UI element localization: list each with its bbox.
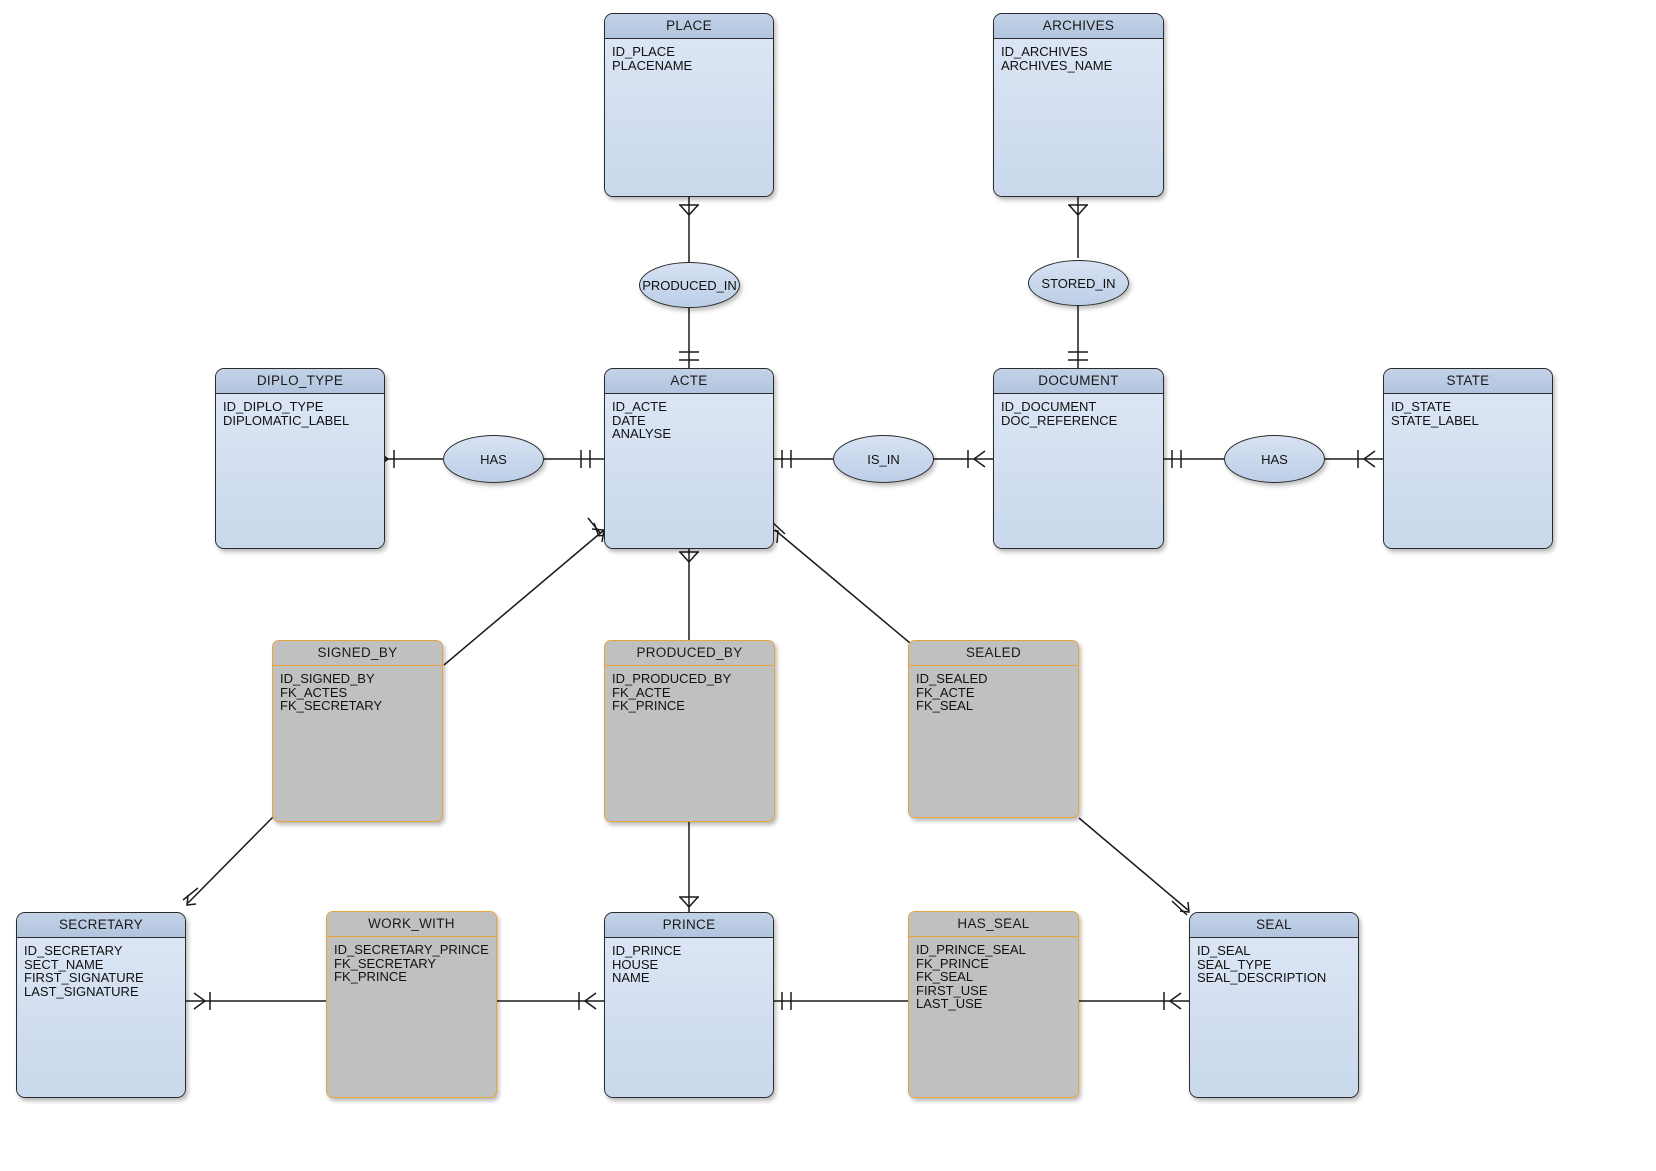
attribute: FIRST_SIGNATURE [24, 970, 144, 986]
relationship-is-in-label: IS_IN [867, 451, 900, 467]
attribute: ID_STATE [1391, 399, 1452, 414]
relationship-produced-in-label: PRODUCED_IN [642, 277, 737, 293]
attribute: ID_DOCUMENT [1001, 399, 1097, 414]
entity-place[interactable]: PLACE ID_PLACE PLACENAME [604, 13, 774, 197]
relationship-has-state[interactable]: HAS [1224, 435, 1325, 483]
relationship-is-in[interactable]: IS_IN [833, 435, 934, 483]
attribute: NAME [612, 970, 650, 986]
entity-prince-title: PRINCE [605, 913, 773, 938]
attribute: FK_ACTES [280, 684, 348, 700]
entity-has-seal[interactable]: HAS_SEAL ID_PRINCE_SEAL FK_PRINCE FK_SEA… [908, 911, 1079, 1098]
attribute: ID_SECRETARY [24, 943, 123, 958]
attribute: FK_SECRETARY [334, 955, 437, 971]
entity-archives-attributes: ID_ARCHIVES ARCHIVES_NAME [994, 39, 1163, 196]
attribute: FK_SEAL [916, 698, 974, 714]
relationship-produced-in[interactable]: PRODUCED_IN [639, 262, 740, 308]
entity-acte[interactable]: ACTE ID_ACTE DATE ANALYSE [604, 368, 774, 549]
attribute: SECT_NAME [24, 956, 104, 972]
attribute: ID_SEALED [916, 671, 988, 686]
attribute: FK_PRINCE [334, 969, 407, 985]
entity-diplo-type[interactable]: DIPLO_TYPE ID_DIPLO_TYPE DIPLOMATIC_LABE… [215, 368, 385, 549]
relationship-has-diplo-type-label: HAS [480, 451, 507, 467]
entity-work-with-attributes: ID_SECRETARY_PRINCE FK_SECRETARY FK_PRIN… [327, 937, 496, 1097]
attribute: ID_ACTE [612, 399, 667, 414]
edge-signedby-secretary [187, 815, 275, 904]
attribute: ID_SEAL [1197, 943, 1251, 958]
relationship-stored-in[interactable]: STORED_IN [1028, 260, 1129, 306]
entity-work-with[interactable]: WORK_WITH ID_SECRETARY_PRINCE FK_SECRETA… [326, 911, 497, 1098]
entity-signed-by-title: SIGNED_BY [273, 641, 442, 666]
attribute: LAST_SIGNATURE [24, 983, 139, 999]
entity-prince[interactable]: PRINCE ID_PRINCE HOUSE NAME [604, 912, 774, 1098]
attribute: FK_ACTE [612, 684, 671, 700]
attribute: FK_PRINCE [916, 955, 989, 971]
entity-archives-title: ARCHIVES [994, 14, 1163, 39]
entity-has-seal-attributes: ID_PRINCE_SEAL FK_PRINCE FK_SEAL FIRST_U… [909, 937, 1078, 1097]
entity-secretary-title: SECRETARY [17, 913, 185, 938]
edge-acte-sealed [774, 529, 911, 644]
edge-acte-signedby [443, 529, 605, 666]
entity-seal-attributes: ID_SEAL SEAL_TYPE SEAL_DESCRIPTION [1190, 938, 1358, 1097]
entity-acte-attributes: ID_ACTE DATE ANALYSE [605, 394, 773, 548]
entity-document[interactable]: DOCUMENT ID_DOCUMENT DOC_REFERENCE [993, 368, 1164, 549]
entity-place-attributes: ID_PLACE PLACENAME [605, 39, 773, 196]
entity-signed-by-attributes: ID_SIGNED_BY FK_ACTES FK_SECRETARY [273, 666, 442, 821]
attribute: ID_PLACE [612, 44, 675, 59]
entity-sealed[interactable]: SEALED ID_SEALED FK_ACTE FK_SEAL [908, 640, 1079, 818]
entity-diplo-type-title: DIPLO_TYPE [216, 369, 384, 394]
entity-has-seal-title: HAS_SEAL [909, 912, 1078, 937]
attribute: FK_SEAL [916, 969, 974, 985]
relationship-has-diplo-type[interactable]: HAS [443, 435, 544, 483]
attribute: FK_ACTE [916, 684, 975, 700]
entity-diplo-type-attributes: ID_DIPLO_TYPE DIPLOMATIC_LABEL [216, 394, 384, 548]
attribute: SEAL_TYPE [1197, 956, 1272, 972]
entity-produced-by-attributes: ID_PRODUCED_BY FK_ACTE FK_PRINCE [605, 666, 774, 821]
entity-sealed-title: SEALED [909, 641, 1078, 666]
entity-secretary[interactable]: SECRETARY ID_SECRETARY SECT_NAME FIRST_S… [16, 912, 186, 1098]
entity-document-title: DOCUMENT [994, 369, 1163, 394]
attribute: ID_DIPLO_TYPE [223, 399, 324, 414]
attribute: ID_PRODUCED_BY [612, 671, 732, 686]
relationship-has-state-label: HAS [1261, 451, 1288, 467]
entity-state-title: STATE [1384, 369, 1552, 394]
entity-sealed-attributes: ID_SEALED FK_ACTE FK_SEAL [909, 666, 1078, 817]
attribute: FIRST_USE [916, 982, 988, 998]
attribute: ID_PRINCE_SEAL [916, 942, 1026, 957]
attribute: PLACENAME [612, 57, 693, 73]
entity-place-title: PLACE [605, 14, 773, 39]
attribute: FK_PRINCE [612, 698, 685, 714]
attribute: ID_ARCHIVES [1001, 44, 1088, 59]
attribute: DOC_REFERENCE [1001, 412, 1118, 428]
attribute: ARCHIVES_NAME [1001, 57, 1113, 73]
attribute: DATE [612, 412, 646, 428]
entity-work-with-title: WORK_WITH [327, 912, 496, 937]
entity-seal[interactable]: SEAL ID_SEAL SEAL_TYPE SEAL_DESCRIPTION [1189, 912, 1359, 1098]
entity-signed-by[interactable]: SIGNED_BY ID_SIGNED_BY FK_ACTES FK_SECRE… [272, 640, 443, 822]
entity-archives[interactable]: ARCHIVES ID_ARCHIVES ARCHIVES_NAME [993, 13, 1164, 197]
entity-secretary-attributes: ID_SECRETARY SECT_NAME FIRST_SIGNATURE L… [17, 938, 185, 1097]
attribute: HOUSE [612, 956, 659, 972]
attribute: SEAL_DESCRIPTION [1197, 970, 1327, 986]
entity-state-attributes: ID_STATE STATE_LABEL [1384, 394, 1552, 548]
attribute: ID_SIGNED_BY [280, 671, 375, 686]
entity-prince-attributes: ID_PRINCE HOUSE NAME [605, 938, 773, 1097]
entity-produced-by-title: PRODUCED_BY [605, 641, 774, 666]
relationship-stored-in-label: STORED_IN [1041, 275, 1116, 291]
entity-produced-by[interactable]: PRODUCED_BY ID_PRODUCED_BY FK_ACTE FK_PR… [604, 640, 775, 822]
attribute: STATE_LABEL [1391, 412, 1479, 428]
attribute: ID_SECRETARY_PRINCE [334, 942, 489, 957]
entity-seal-title: SEAL [1190, 913, 1358, 938]
entity-acte-title: ACTE [605, 369, 773, 394]
attribute: ANALYSE [612, 426, 672, 442]
attribute: FK_SECRETARY [280, 698, 383, 714]
attribute: LAST_USE [916, 996, 983, 1012]
attribute: ID_PRINCE [612, 943, 682, 958]
edge-sealed-seal [1078, 817, 1189, 911]
entity-document-attributes: ID_DOCUMENT DOC_REFERENCE [994, 394, 1163, 548]
entity-state[interactable]: STATE ID_STATE STATE_LABEL [1383, 368, 1553, 549]
attribute: DIPLOMATIC_LABEL [223, 412, 350, 428]
